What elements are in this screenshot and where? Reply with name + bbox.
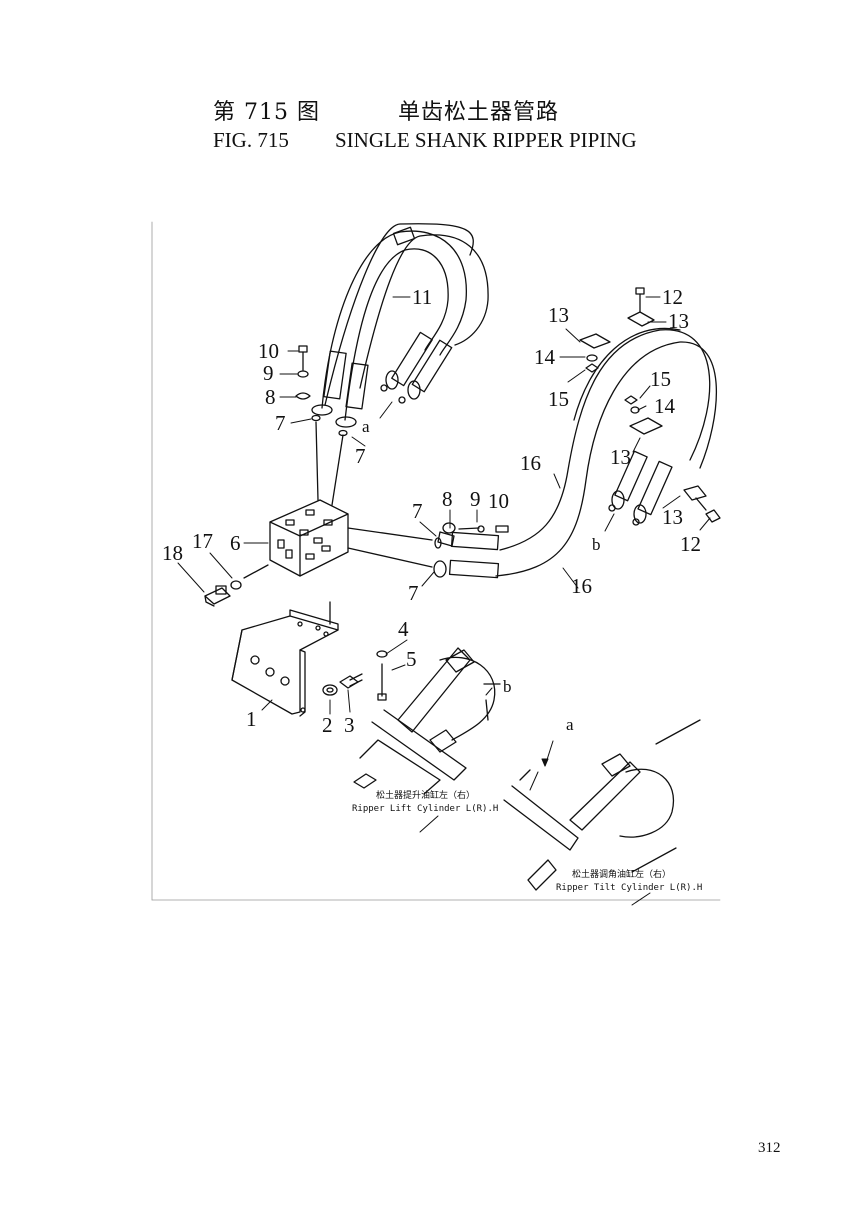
callout-16: 16 [571, 574, 592, 598]
callout-4: 4 [398, 617, 409, 641]
callout-3: 3 [344, 713, 355, 737]
callout-8: 8 [265, 385, 276, 409]
callout-12: 12 [680, 532, 701, 556]
callout-12: 12 [662, 285, 683, 309]
callout-17: 17 [192, 529, 213, 553]
bolt-10-upper [295, 345, 348, 437]
callout-7: 7 [275, 411, 286, 435]
callout-14: 14 [534, 345, 556, 369]
callout-1: 1 [246, 707, 257, 731]
callout-18: 18 [162, 541, 183, 565]
callout-13: 13 [668, 309, 689, 333]
callout-9: 9 [263, 361, 274, 385]
hose-11 [311, 223, 489, 428]
callout-a: a [362, 417, 370, 436]
plug-18 [204, 564, 269, 607]
fig-label-en: FIG. 715 [213, 128, 289, 152]
figure-title-en: FIG. 715 SINGLE SHANK RIPPER PIPING [213, 128, 637, 153]
bracket-1 [231, 601, 339, 717]
callout-7: 7 [412, 499, 423, 523]
leader-lines [177, 296, 711, 906]
callout-14: 14 [654, 394, 676, 418]
callout-15: 15 [650, 367, 671, 391]
callout-13: 13 [548, 303, 569, 327]
callout-2: 2 [322, 713, 333, 737]
callout-b: b [592, 535, 601, 554]
tilt-cylinder [503, 719, 701, 891]
callout-11: 11 [412, 285, 432, 309]
scan-frame [151, 221, 721, 901]
figure-title-cn: 第 715 图 单齿松土器管路 [213, 94, 558, 126]
callout-15: 15 [548, 387, 569, 411]
lift-cylinder-label-en: Ripper Lift Cylinder L(R).H [352, 804, 498, 814]
callout-10: 10 [258, 339, 279, 363]
callout-6: 6 [230, 531, 241, 555]
callout-b: b [503, 677, 512, 696]
fig-label-cn: 第 715 图 [213, 100, 320, 125]
callout-13: 13 [662, 505, 683, 529]
tilt-cylinder-label-en: Ripper Tilt Cylinder L(R).H [556, 883, 702, 893]
hose-16 [433, 327, 717, 579]
fasteners-2-5 [322, 650, 388, 701]
callout-labels: 11 10 9 8 7 7 a 6 17 18 7 8 9 10 7 16 16… [162, 285, 701, 737]
callout-7: 7 [408, 581, 419, 605]
callout-a: a [566, 715, 574, 734]
callout-5: 5 [406, 647, 417, 671]
title-en: SINGLE SHANK RIPPER PIPING [335, 128, 637, 152]
cylinder-captions: 松土器提升油缸左（右） Ripper Lift Cylinder L(R).H … [352, 789, 702, 893]
callout-13: 13 [610, 445, 631, 469]
callout-8: 8 [442, 487, 453, 511]
tilt-cylinder-label-cn: 松土器调角油缸左（右） [572, 868, 671, 880]
lift-cylinder [353, 647, 501, 795]
title-cn: 单齿松土器管路 [398, 100, 560, 125]
callout-10: 10 [488, 489, 509, 513]
valve-block-6 [269, 421, 433, 577]
callout-16: 16 [520, 451, 541, 475]
clamps-13 [579, 287, 721, 523]
page-number: 312 [758, 1140, 781, 1156]
lift-cylinder-label-cn: 松土器提升油缸左（右） [376, 789, 475, 801]
callout-7: 7 [355, 444, 366, 468]
callout-9: 9 [470, 487, 481, 511]
